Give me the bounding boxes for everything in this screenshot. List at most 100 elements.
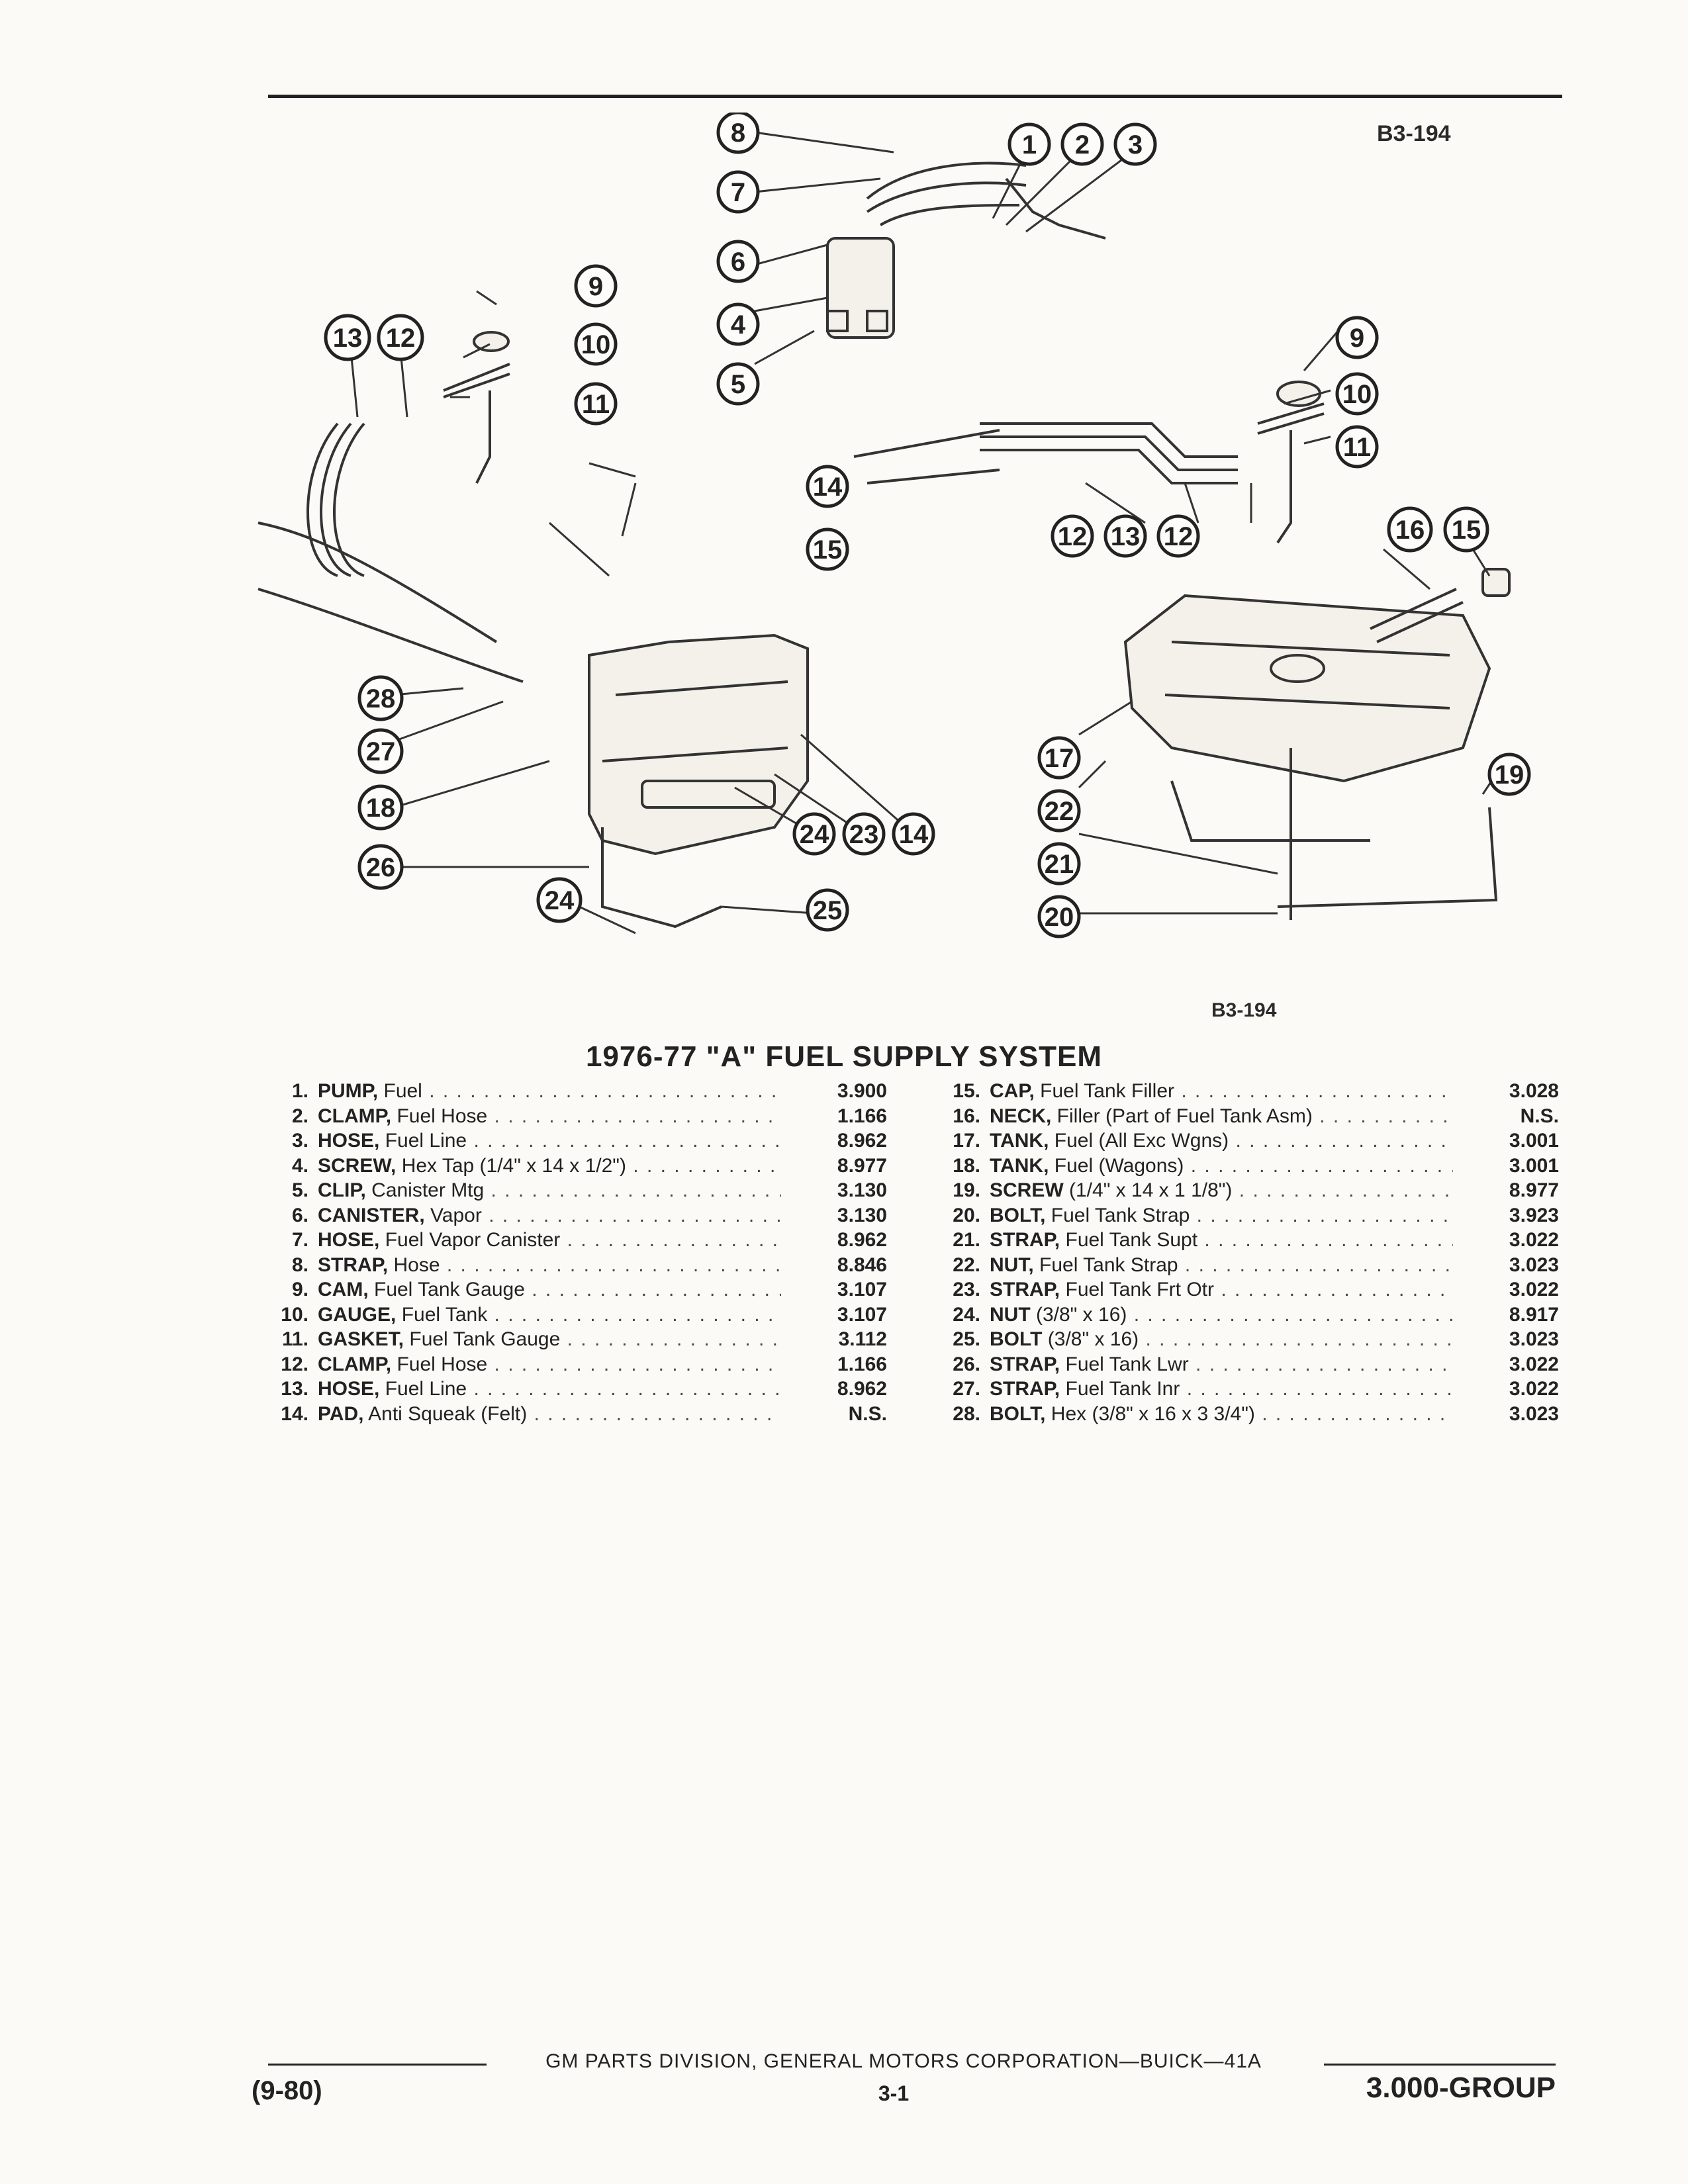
callout-19: 19 xyxy=(1487,752,1531,796)
svg-text:4: 4 xyxy=(731,310,746,340)
callout-21: 21 xyxy=(1037,842,1081,886)
part-detail: Fuel Tank xyxy=(396,1303,488,1326)
part-number: 3. xyxy=(291,1130,308,1152)
part-row: 14.PAD, Anti Squeak (Felt)N.S. xyxy=(252,1402,887,1427)
callout-8: 8 xyxy=(716,113,760,154)
callout-6: 6 xyxy=(716,240,760,283)
svg-text:10: 10 xyxy=(581,330,611,359)
callout-2: 2 xyxy=(1060,122,1104,166)
svg-text:6: 6 xyxy=(731,248,745,277)
callout-9-left: 9 xyxy=(574,264,618,308)
part-detail: Fuel Tank Filler xyxy=(1034,1080,1174,1102)
svg-text:19: 19 xyxy=(1495,760,1524,790)
part-name: TANK, xyxy=(990,1154,1049,1177)
callout-11-right: 11 xyxy=(1335,425,1379,469)
callout-7: 7 xyxy=(716,170,760,214)
part-row: 17.TANK, Fuel (All Exc Wgns)3.001 xyxy=(923,1128,1559,1154)
part-name: CAP, xyxy=(990,1080,1035,1102)
svg-text:8: 8 xyxy=(731,118,745,148)
part-name: CAM, xyxy=(318,1279,369,1300)
part-row: 12.CLAMP, Fuel Hose1.166 xyxy=(252,1352,887,1377)
part-number: 17. xyxy=(953,1130,980,1152)
callout-24-center: 24 xyxy=(792,812,836,856)
part-row: 27.STRAP, Fuel Tank Inr3.022 xyxy=(923,1377,1559,1402)
footer-corporation: GM PARTS DIVISION, GENERAL MOTORS CORPOR… xyxy=(545,2050,1262,2072)
part-description: HOSE, Fuel Line xyxy=(318,1128,781,1154)
svg-text:15: 15 xyxy=(1452,516,1481,545)
part-detail: Fuel Tank Gauge xyxy=(368,1279,525,1300)
part-detail: Fuel Hose xyxy=(391,1105,488,1127)
part-description: NUT, Fuel Tank Strap xyxy=(990,1253,1453,1278)
svg-text:26: 26 xyxy=(366,853,396,882)
callout-4: 4 xyxy=(716,302,760,346)
callout-13: 13 xyxy=(324,314,371,361)
part-row: 2.CLAMP, Fuel Hose1.166 xyxy=(252,1104,887,1129)
part-detail: Fuel (All Exc Wgns) xyxy=(1049,1130,1229,1152)
part-detail: Fuel Hose xyxy=(391,1353,488,1375)
part-name: GAUGE, xyxy=(318,1303,397,1326)
part-number: 7. xyxy=(291,1229,308,1251)
part-name: CLIP, xyxy=(318,1179,366,1201)
part-row: 28.BOLT, Hex (3/8" x 16 x 3 3/4")3.023 xyxy=(923,1402,1559,1427)
part-description: BOLT (3/8" x 16) xyxy=(990,1327,1453,1352)
svg-text:22: 22 xyxy=(1045,797,1074,826)
svg-text:24: 24 xyxy=(800,820,829,849)
part-group-code: 3.112 xyxy=(838,1328,887,1350)
part-group-code: 3.022 xyxy=(1509,1378,1559,1400)
part-description: CANISTER, Vapor xyxy=(318,1203,781,1228)
part-number: 1. xyxy=(291,1080,308,1102)
part-row: 21.STRAP, Fuel Tank Supt3.022 xyxy=(923,1228,1559,1253)
part-number: 4. xyxy=(291,1154,308,1177)
svg-text:21: 21 xyxy=(1045,850,1074,879)
page-number: 3-1 xyxy=(878,2081,910,2105)
part-description: PUMP, Fuel xyxy=(318,1079,781,1104)
part-number: 21. xyxy=(953,1229,980,1251)
part-group-code: 8.917 xyxy=(1509,1303,1559,1326)
part-name: STRAP, xyxy=(990,1353,1060,1375)
svg-text:17: 17 xyxy=(1045,744,1074,773)
svg-text:14: 14 xyxy=(813,473,843,502)
part-group-code: 8.962 xyxy=(837,1229,887,1251)
part-number: 11. xyxy=(281,1328,308,1350)
callout-10-right: 10 xyxy=(1335,372,1379,416)
part-description: STRAP, Fuel Tank Inr xyxy=(990,1377,1453,1402)
footer-group: 3.000-GROUP xyxy=(1366,2071,1556,2104)
part-detail: Fuel (Wagons) xyxy=(1049,1154,1184,1177)
part-detail: Vapor xyxy=(424,1204,482,1226)
part-group-code: 3.900 xyxy=(837,1080,887,1102)
part-description: TANK, Fuel (All Exc Wgns) xyxy=(990,1128,1453,1154)
callout-15-left: 15 xyxy=(806,527,849,571)
svg-text:27: 27 xyxy=(366,737,396,766)
part-number: 20. xyxy=(953,1204,980,1226)
part-number: 18. xyxy=(953,1154,980,1177)
part-row: 13.HOSE, Fuel Line8.962 xyxy=(252,1377,887,1402)
part-description: CAP, Fuel Tank Filler xyxy=(990,1079,1453,1104)
svg-text:16: 16 xyxy=(1395,516,1425,545)
footer-rule-left xyxy=(268,2064,487,2066)
part-name: CANISTER, xyxy=(318,1204,425,1226)
part-detail: Hose xyxy=(388,1253,440,1276)
part-row: 22.NUT, Fuel Tank Strap3.023 xyxy=(923,1253,1559,1278)
part-name: STRAP, xyxy=(318,1253,389,1276)
part-detail: Fuel Tank Strap xyxy=(1045,1204,1190,1226)
part-name: NUT xyxy=(990,1303,1031,1326)
part-number: 12. xyxy=(281,1353,308,1375)
callout-14-bottom: 14 xyxy=(892,812,935,856)
part-name: GASKET, xyxy=(318,1328,404,1350)
figure-code-bottom: B3-194 xyxy=(1211,999,1277,1021)
part-name: SCREW xyxy=(990,1179,1064,1201)
svg-text:1: 1 xyxy=(1022,130,1037,159)
part-row: 18.TANK, Fuel (Wagons)3.001 xyxy=(923,1154,1559,1179)
svg-text:14: 14 xyxy=(899,820,929,849)
callout-28: 28 xyxy=(357,675,404,721)
svg-text:10: 10 xyxy=(1342,380,1372,409)
part-detail: Canister Mtg xyxy=(365,1179,485,1201)
part-group-code: 3.923 xyxy=(1509,1204,1559,1226)
part-number: 23. xyxy=(953,1279,980,1300)
svg-text:2: 2 xyxy=(1075,130,1090,159)
figure-code-top: B3-194 xyxy=(1377,121,1451,146)
part-group-code: 3.107 xyxy=(837,1279,887,1300)
part-name: SCREW, xyxy=(318,1154,397,1177)
part-detail: Filler (Part of Fuel Tank Asm) xyxy=(1051,1105,1313,1127)
part-row: 16.NECK, Filler (Part of Fuel Tank Asm)N… xyxy=(923,1104,1559,1129)
